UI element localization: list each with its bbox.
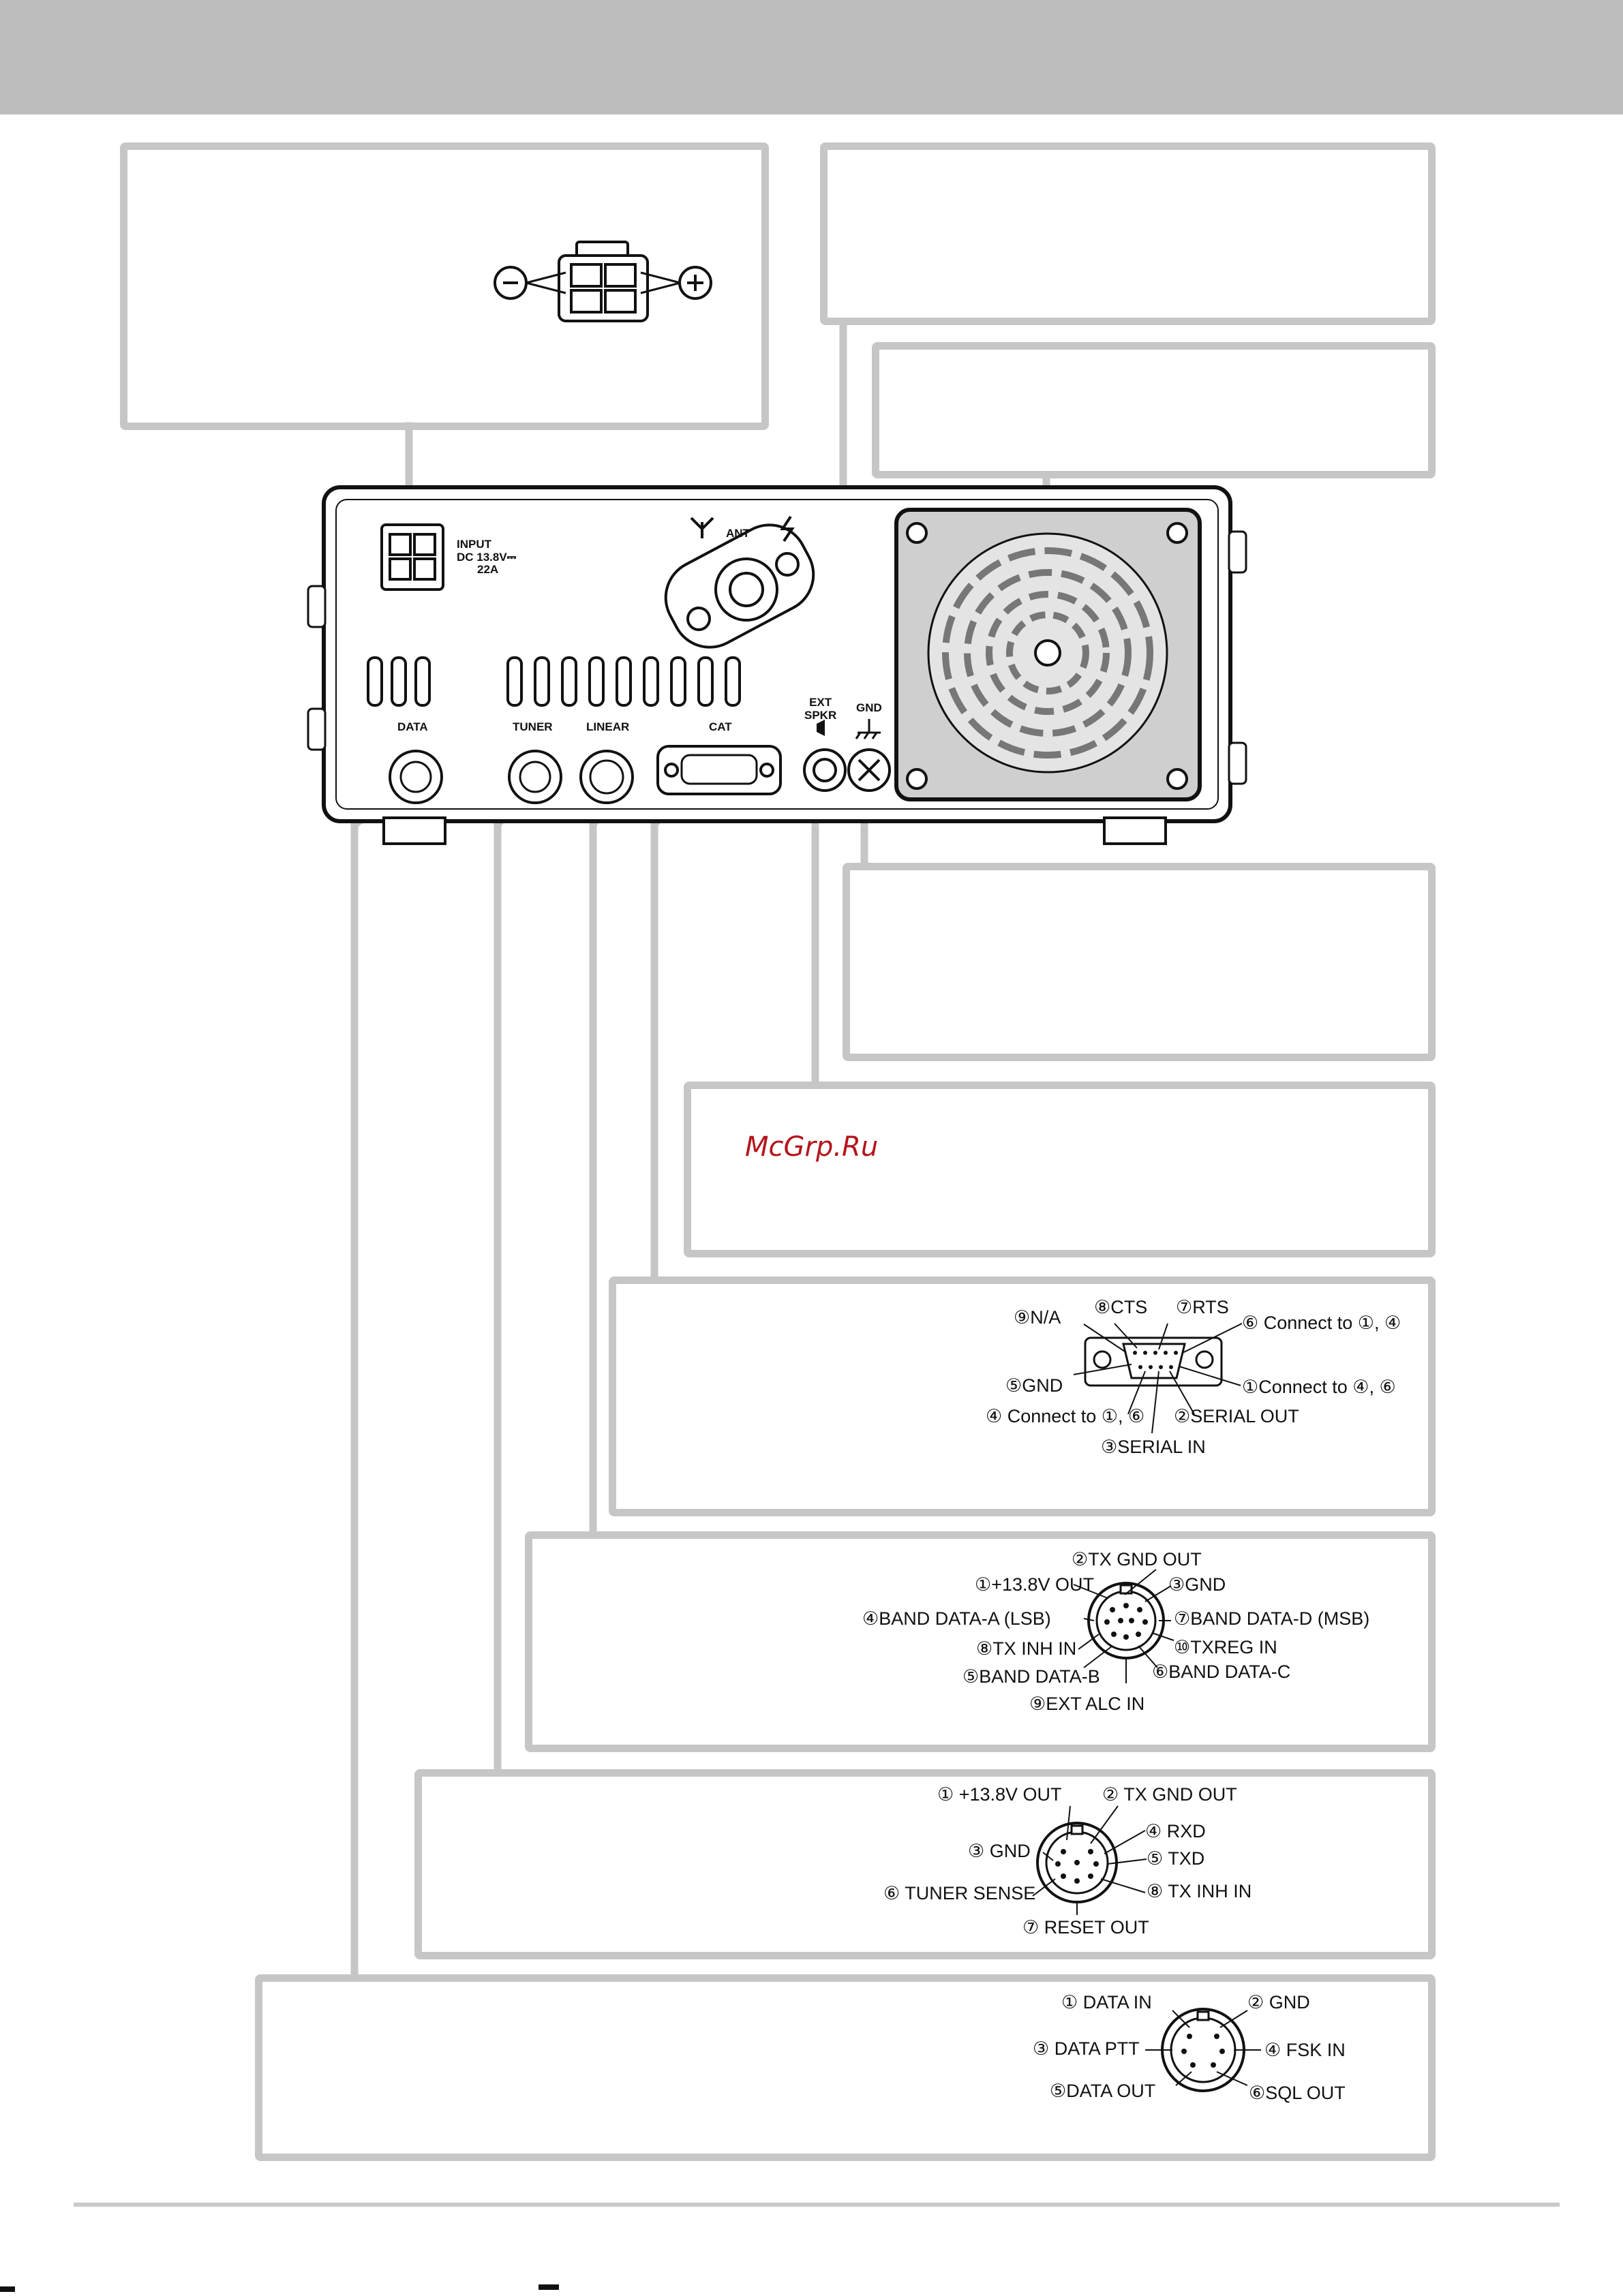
tuner-pin-2: ② TX GND OUT [1102,1784,1237,1805]
linear-pin-5: ⑤BAND DATA-B [962,1666,1100,1687]
tuner-callout [414,1769,1436,1959]
cat-pin-8: ⑧CTS [1094,1297,1148,1317]
tuner-pin-7: ⑦ RESET OUT [1022,1917,1149,1938]
cat-pin-3: ③SERIAL IN [1101,1437,1206,1457]
cat-pin-9: ⑨N/A [1014,1307,1061,1328]
power-input-label: INPUT DC 13.8V⎓ 22A [457,538,517,577]
header-bar [0,0,1623,114]
cat-pin-6: ⑥ Connect to ①, ④ [1242,1313,1401,1333]
linear-pin-7: ⑦BAND DATA-D (MSB) [1174,1608,1370,1629]
linear-pin-2: ②TX GND OUT [1072,1549,1202,1570]
data-jack-label: DATA [397,720,428,733]
fan-callout [872,342,1436,478]
gnd-label: GND [856,701,882,714]
cat-db9-icon [1073,1323,1243,1434]
cat-pin-1: ①Connect to ④, ⑥ [1242,1377,1396,1397]
linear-pin-6: ⑥BAND DATA-C [1152,1662,1291,1682]
tuner-pin-3: ③ GND [968,1841,1031,1861]
data-din-icon [1145,2008,1261,2092]
ext-spkr-callout [684,1082,1436,1257]
linear-din-icon [1073,1569,1174,1683]
linear-pin-1: ①+13.8V OUT [975,1574,1095,1595]
linear-pin-8: ⑧TX INH IN [976,1638,1077,1659]
data-pin-4: ④ FSK IN [1264,2040,1346,2060]
power-jack-icon [380,523,444,591]
data-pin-1: ① DATA IN [1061,1992,1152,2012]
data-pin-2: ② GND [1247,1992,1310,2012]
linear-pin-9: ⑨EXT ALC IN [1029,1694,1145,1714]
cat-pin-7: ⑦RTS [1176,1297,1229,1317]
antenna-symbol-icon [690,515,795,542]
linear-pin-4: ④BAND DATA-A (LSB) [862,1608,1051,1629]
power-callout [120,142,769,430]
data-pin-5: ⑤DATA OUT [1050,2081,1156,2101]
cat-port-label: CAT [709,720,732,733]
tuner-pin-8: ⑧ TX INH IN [1147,1881,1252,1901]
tuner-pin-1: ① +13.8V OUT [937,1784,1062,1805]
antenna-label: ANT [726,527,750,540]
tuner-pin-5: ⑤ TXD [1147,1848,1205,1869]
cat-pin-4: ④ Connect to ①, ⑥ [986,1406,1145,1426]
antenna-callout [820,142,1436,325]
linear-pin-10: ⑩TXREG IN [1174,1637,1277,1657]
cat-callout [609,1276,1436,1516]
watermark: McGrp.Ru [745,1131,879,1163]
vent-slots [367,656,741,707]
linear-jack-label: LINEAR [586,720,630,733]
gnd-callout [843,863,1436,1061]
tuner-pin-6: ⑥ TUNER SENSE [883,1883,1036,1903]
gnd-symbol-icon [855,719,881,739]
cat-pin-2: ②SERIAL OUT [1174,1406,1299,1426]
cat-pin-5: ⑤GND [1005,1375,1063,1396]
ext-spkr-label: EXT SPKR [804,696,837,722]
linear-callout [525,1531,1436,1752]
data-pin-6: ⑥SQL OUT [1249,2083,1346,2103]
fan-grille-icon [894,508,1202,801]
power-connector-icon [494,241,712,322]
tuner-pin-4: ④ RXD [1145,1821,1206,1841]
data-pin-3: ③ DATA PTT [1033,2038,1140,2059]
tuner-jack-label: TUNER [513,720,553,733]
footer-rule [74,2203,1560,2207]
tuner-din-icon [1032,1805,1147,1915]
antenna-connector-icon [664,523,815,649]
speaker-symbol-icon [817,720,825,736]
linear-pin-3: ③GND [1168,1574,1226,1595]
